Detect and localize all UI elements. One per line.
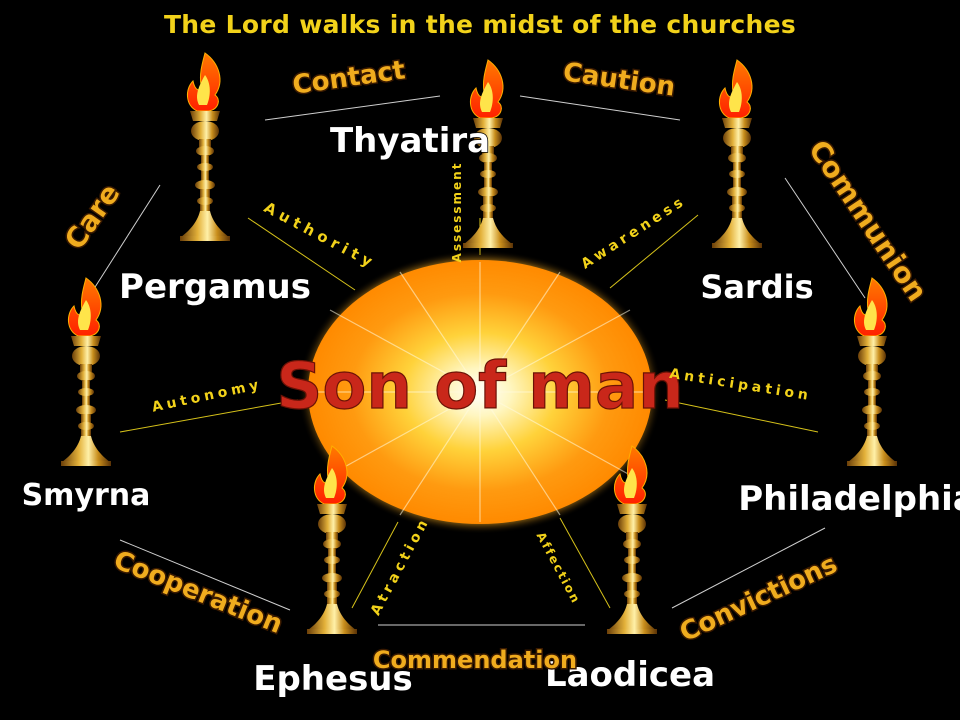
lampstand-icon [179,52,231,242]
son-of-man-sun: Son of man [276,250,684,534]
lampstand-icon [711,59,763,249]
church-thyatira: Thyatira [330,121,490,161]
quality-care: Care [58,177,126,255]
church-philadelphia: Philadelphia [738,479,960,519]
quality-communion: Communion [802,134,934,307]
aspect-atraction: Atraction [368,514,433,618]
church-sardis: Sardis [700,268,813,306]
church-pergamus: Pergamus [119,267,311,307]
lampstand-icon [60,277,112,467]
quality-convictions: Convictions [675,549,842,648]
aspect-autonomy: Autonomy [151,377,264,416]
aspect-anticipation: Anticipation [668,366,813,404]
center-label: Son of man [276,350,683,424]
aspect-awareness: Awareness [578,193,689,273]
church-ephesus: Ephesus [253,659,413,699]
church-smyrna: Smyrna [22,478,151,513]
aspect-assessment: Assessment [450,162,464,263]
quality-cooperation: Cooperation [109,545,286,640]
quality-caution: Caution [561,57,677,102]
quality-contact: Contact [291,55,407,100]
church-laodicea: Laodicea [545,655,715,695]
lampstand-icon [846,277,898,467]
page-title: The Lord walks in the midst of the churc… [163,10,797,39]
aspect-authority: Authority [261,198,380,273]
aspect-affection: Affection [534,530,584,607]
quality-commendation: Commendation [373,646,577,674]
